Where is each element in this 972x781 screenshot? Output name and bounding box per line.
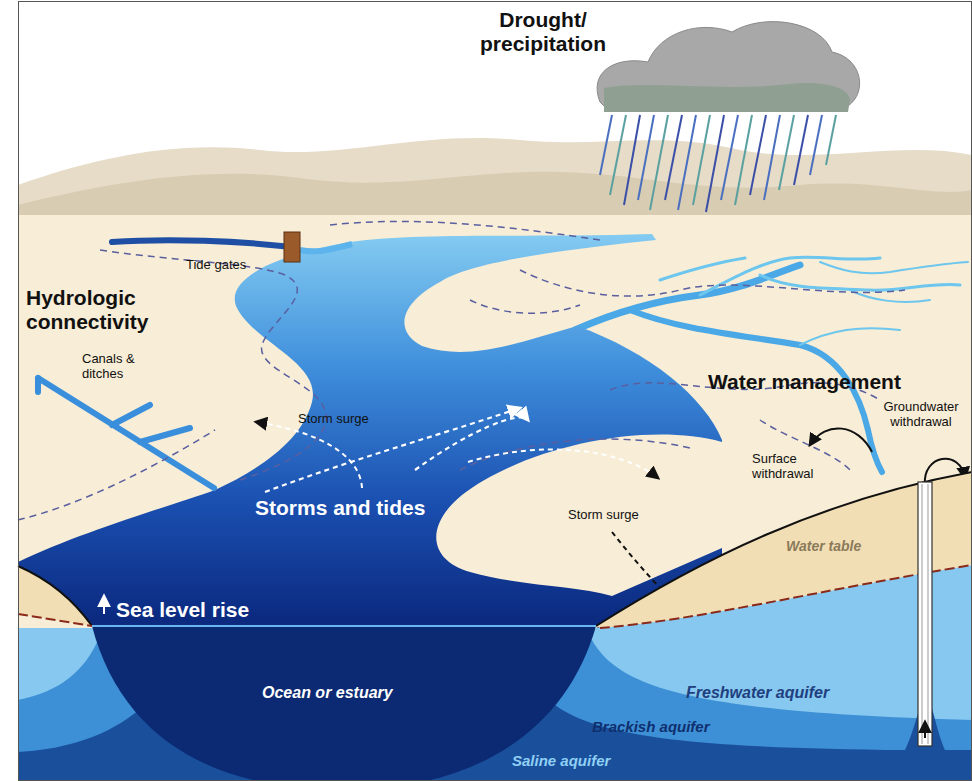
sea-level-arrow — [103, 596, 105, 614]
tide-gate — [284, 232, 300, 262]
cloud-base — [604, 83, 850, 112]
driver-heading: Drought/ precipitation — [478, 8, 608, 56]
feature-label: Tide gates — [186, 258, 276, 273]
layer-label: Ocean or estuary — [262, 684, 432, 702]
driver-heading: Water management — [708, 370, 928, 394]
well — [918, 482, 932, 746]
tidal-channel — [300, 244, 352, 251]
driver-heading: Storms and tides — [255, 496, 455, 520]
frame — [19, 2, 972, 781]
rain — [600, 115, 836, 212]
layer-label: Water table — [786, 538, 896, 554]
upconing-arrow — [924, 722, 926, 738]
estuary — [18, 234, 722, 626]
peninsula — [436, 435, 722, 596]
arrow-label: Groundwater withdrawal — [874, 400, 968, 430]
driver-heading: Sea level rise — [116, 598, 306, 622]
ground-profile — [18, 566, 92, 626]
feature-label: Canals & ditches — [82, 352, 148, 382]
sea-surface — [92, 625, 596, 627]
water-table-line — [18, 614, 92, 626]
canals — [38, 378, 214, 488]
layer-label: Saline aquifer — [512, 752, 672, 769]
layer-label: Freshwater aquifer — [686, 684, 866, 702]
surface-withdrawal-arrow — [810, 428, 872, 452]
soil — [18, 566, 92, 626]
land — [18, 215, 972, 640]
driver-heading: Hydrologic connectivity — [26, 286, 206, 334]
tidal-channel — [112, 240, 292, 247]
water-table-line — [600, 565, 972, 628]
arrow-label: Surface withdrawal — [752, 452, 824, 482]
soil — [596, 472, 972, 628]
tide-arrows — [265, 408, 528, 492]
well-casing — [928, 484, 929, 744]
well-casing — [922, 484, 923, 744]
layer-label: Brackish aquifer — [592, 718, 752, 735]
ground-profile — [596, 472, 972, 626]
arrow-label: Storm surge — [568, 508, 668, 523]
storm-surge-arrows — [256, 422, 668, 596]
arrow-label: Storm surge — [298, 412, 398, 427]
